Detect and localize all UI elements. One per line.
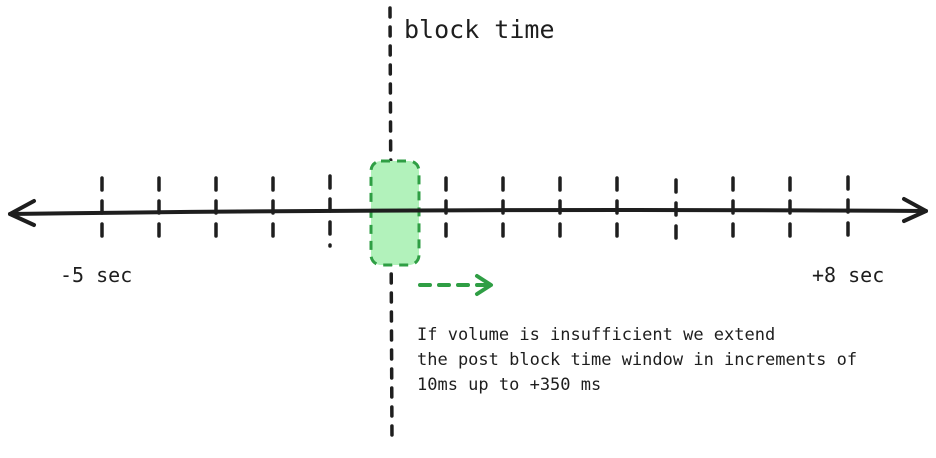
post-block-window [369, 159, 421, 267]
timeline-right-arrowhead [902, 197, 928, 223]
timeline-left-arrowhead [8, 199, 36, 227]
extension-arrow [418, 274, 493, 296]
range-end-label: +8 sec [812, 263, 884, 287]
range-start-label: -5 sec [60, 263, 132, 287]
annotation-line: 10ms up to +350 ms [417, 375, 601, 395]
annotation-line: If volume is insufficient we extend [417, 325, 775, 345]
timeline-ticks [100, 174, 850, 248]
annotation-block: If volume is insufficient we extend the … [417, 325, 857, 395]
extension-arrow-head [475, 274, 493, 296]
annotation-line: the post block time window in increments… [417, 350, 857, 370]
block-time-label: block time [404, 15, 555, 44]
